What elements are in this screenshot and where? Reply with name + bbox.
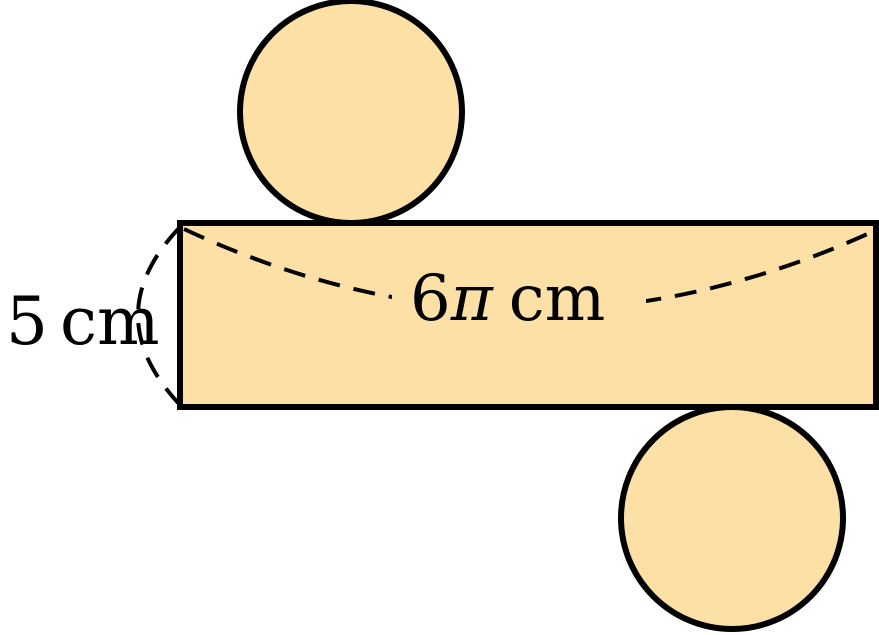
height-unit: cm — [60, 283, 160, 360]
top-base-circle — [237, 0, 465, 226]
height-number: 5 — [6, 283, 48, 360]
circumference-coefficient: 6 — [410, 262, 451, 336]
circumference-pi: π — [450, 262, 494, 336]
circumference-unit: cm — [509, 262, 606, 336]
circumference-label-backing — [392, 262, 646, 332]
bottom-base-circle — [618, 404, 846, 632]
